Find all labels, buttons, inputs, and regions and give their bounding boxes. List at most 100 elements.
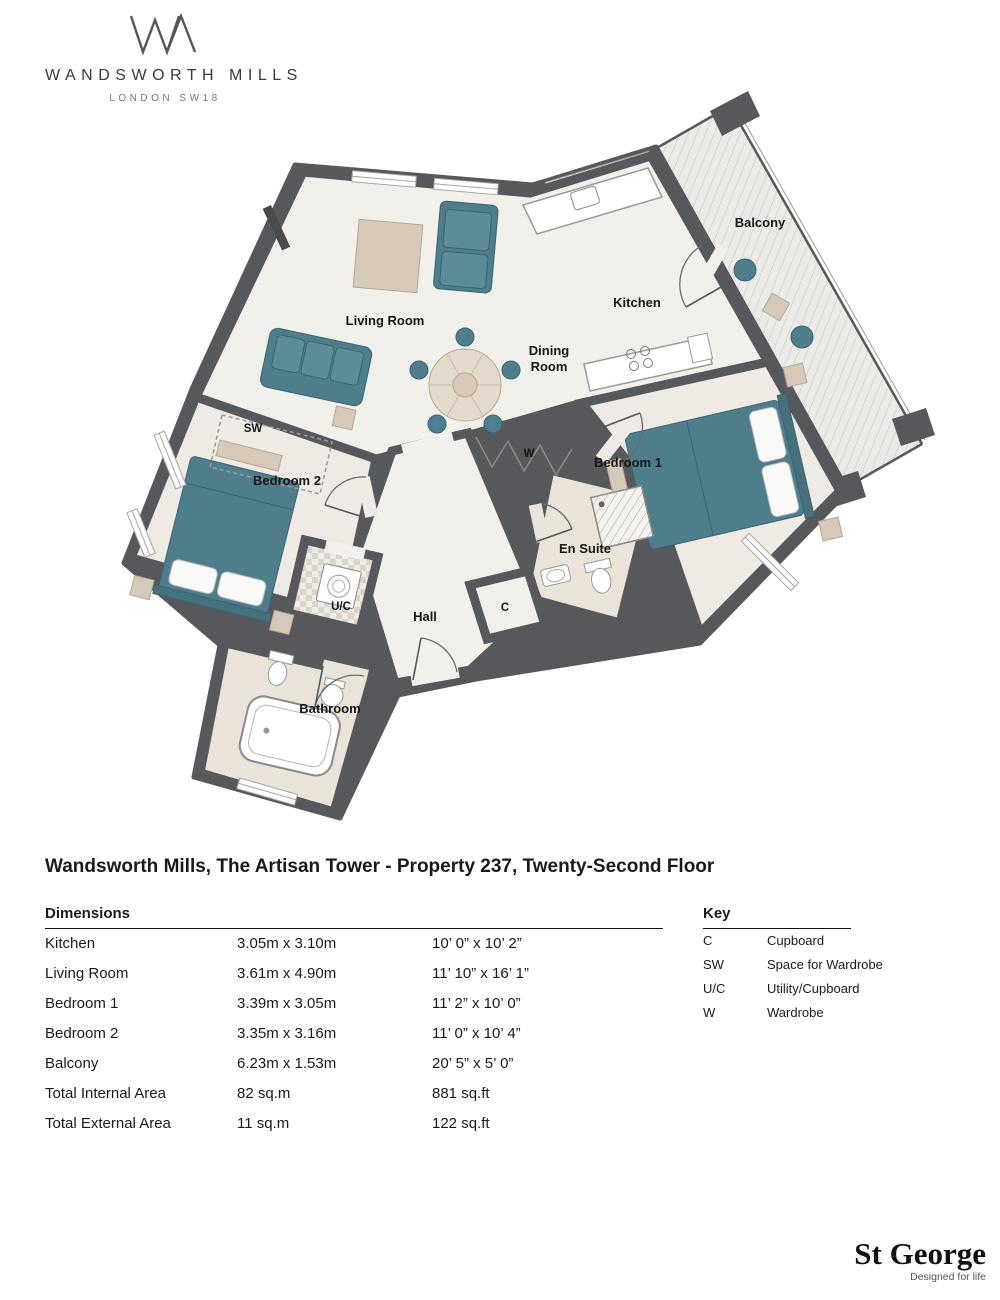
brand-name: WANDSWORTH MILLS [45,67,303,84]
metric-size: 3.05m x 3.10m [237,935,337,952]
sink [570,185,600,211]
space-for-wardrobe [209,414,333,495]
nightstand [782,362,808,388]
wm-monogram-icon [129,12,197,56]
imperial-size: 11’ 0” x 10’ 4” [432,1025,521,1042]
key-section: Key C Cupboard SW Space for Wardrobe U/C… [703,905,933,1025]
imperial-size: 122 sq.ft [432,1115,490,1132]
developer-logo: St George Designed for life [854,1236,986,1283]
bedroom2-furniture [129,439,300,636]
toilet [267,661,288,686]
balcony-furniture [733,258,814,349]
metric-size: 6.23m x 1.53m [237,1055,337,1072]
imperial-size: 10’ 0” x 10’ 2” [432,935,522,952]
rug [352,218,424,294]
c-label: C [501,602,509,614]
pillow [216,571,267,607]
windows [126,170,800,806]
room-name: Kitchen [45,935,96,952]
imperial-size: 881 sq.ft [432,1085,490,1102]
key-row: U/C Utility/Cupboard [703,977,933,1001]
cupboard-area [464,565,551,645]
uc-label: U/C [331,601,351,613]
imperial-size: 20’ 5” x 5’ 0” [432,1055,514,1072]
key-abbr: C [703,933,713,948]
dimensions-section: Dimensions Kitchen 3.05m x 3.10m 10’ 0” … [45,905,663,1139]
hob [626,346,653,371]
bedroom2-label: Bedroom 2 [253,473,321,488]
table-row: Bedroom 1 3.39m x 3.05m 11’ 2” x 10’ 0” [45,989,663,1019]
bathroom-fixtures [238,649,346,777]
room-name: Total Internal Area [45,1085,166,1102]
room-name: Balcony [45,1055,99,1072]
table-row: Total External Area 11 sq.m 122 sq.ft [45,1109,663,1139]
dining-set [409,327,521,434]
metric-size: 3.61m x 4.90m [237,965,337,982]
key-row: W Wardrobe [703,1001,933,1025]
nightstand [129,574,155,601]
key-abbr: W [703,1005,716,1020]
table-row: Bedroom 2 3.35m x 3.16m 11’ 0” x 10’ 4” [45,1019,663,1049]
w-label: W [524,448,535,460]
fridge [686,332,714,364]
page-title: Wandsworth Mills, The Artisan Tower - Pr… [45,856,715,877]
kitchen-label: Kitchen [613,295,661,310]
room-name: Bedroom 1 [45,995,119,1012]
washing-machine [315,563,362,610]
pillow [748,406,787,463]
key-abbr: SW [703,957,724,972]
living-room-label: Living Room [346,313,425,328]
key-desc: Wardrobe [767,1005,824,1020]
metric-size: 3.39m x 3.05m [237,995,337,1012]
dimensions-heading: Dimensions [45,905,663,929]
wall-pier [892,408,935,446]
nightstand [268,609,295,636]
hall-label: Hall [413,609,437,624]
pillow [168,559,218,595]
toilet [583,557,612,594]
table-row: Kitchen 3.05m x 3.10m 10’ 0” x 10’ 2” [45,929,663,959]
shower [589,484,655,550]
floor-plan: Living Room Kitchen Dining Room Balcony … [121,91,935,821]
key-desc: Cupboard [767,933,825,948]
imperial-size: 11’ 10” x 16’ 1” [432,965,529,982]
kitchen-counters [521,167,714,392]
nightstand [817,516,844,542]
bathroom-label: Bathroom [299,701,360,716]
key-heading: Key [703,905,851,929]
dining-room-label-line1: Dining [529,343,569,358]
table-row: Balcony 6.23m x 1.53m 20’ 5” x 5’ 0” [45,1049,663,1079]
balcony-label: Balcony [735,215,786,230]
wardrobe-rail [475,436,573,477]
bedroom1-label: Bedroom 1 [594,455,662,470]
ensuite-fixtures [540,484,655,594]
sofa-three-seat [259,327,373,431]
sofa-two-seat [433,200,499,294]
bedroom1-furniture [605,362,844,550]
pillow [761,461,800,518]
living-room-furniture [259,200,499,431]
basin [540,564,572,587]
key-desc: Space for Wardrobe [767,957,883,972]
imperial-size: 11’ 2” x 10’ 0” [432,995,521,1012]
room-name: Living Room [45,965,129,982]
key-desc: Utility/Cupboard [767,981,860,996]
brand-header: WANDSWORTH MILLS LONDON SW18 [45,12,303,104]
key-row: SW Space for Wardrobe [703,953,933,977]
tv-unit [262,205,291,251]
doors [314,243,729,708]
dining-room-label-line2: Room [531,359,568,374]
key-abbr: U/C [703,981,726,996]
table-row: Total Internal Area 82 sq.m 881 sq.ft [45,1079,663,1109]
room-name: Total External Area [45,1115,171,1132]
metric-size: 11 sq.m [237,1115,290,1132]
bench [215,439,283,472]
key-row: C Cupboard [703,929,933,953]
room-name: Bedroom 2 [45,1025,119,1042]
table-row: Living Room 3.61m x 4.90m 11’ 10” x 16’ … [45,959,663,989]
metric-size: 82 sq.m [237,1085,291,1102]
ensuite-label: En Suite [559,541,611,556]
developer-tagline: Designed for life [910,1271,986,1283]
brand-location: LONDON SW18 [109,93,221,104]
